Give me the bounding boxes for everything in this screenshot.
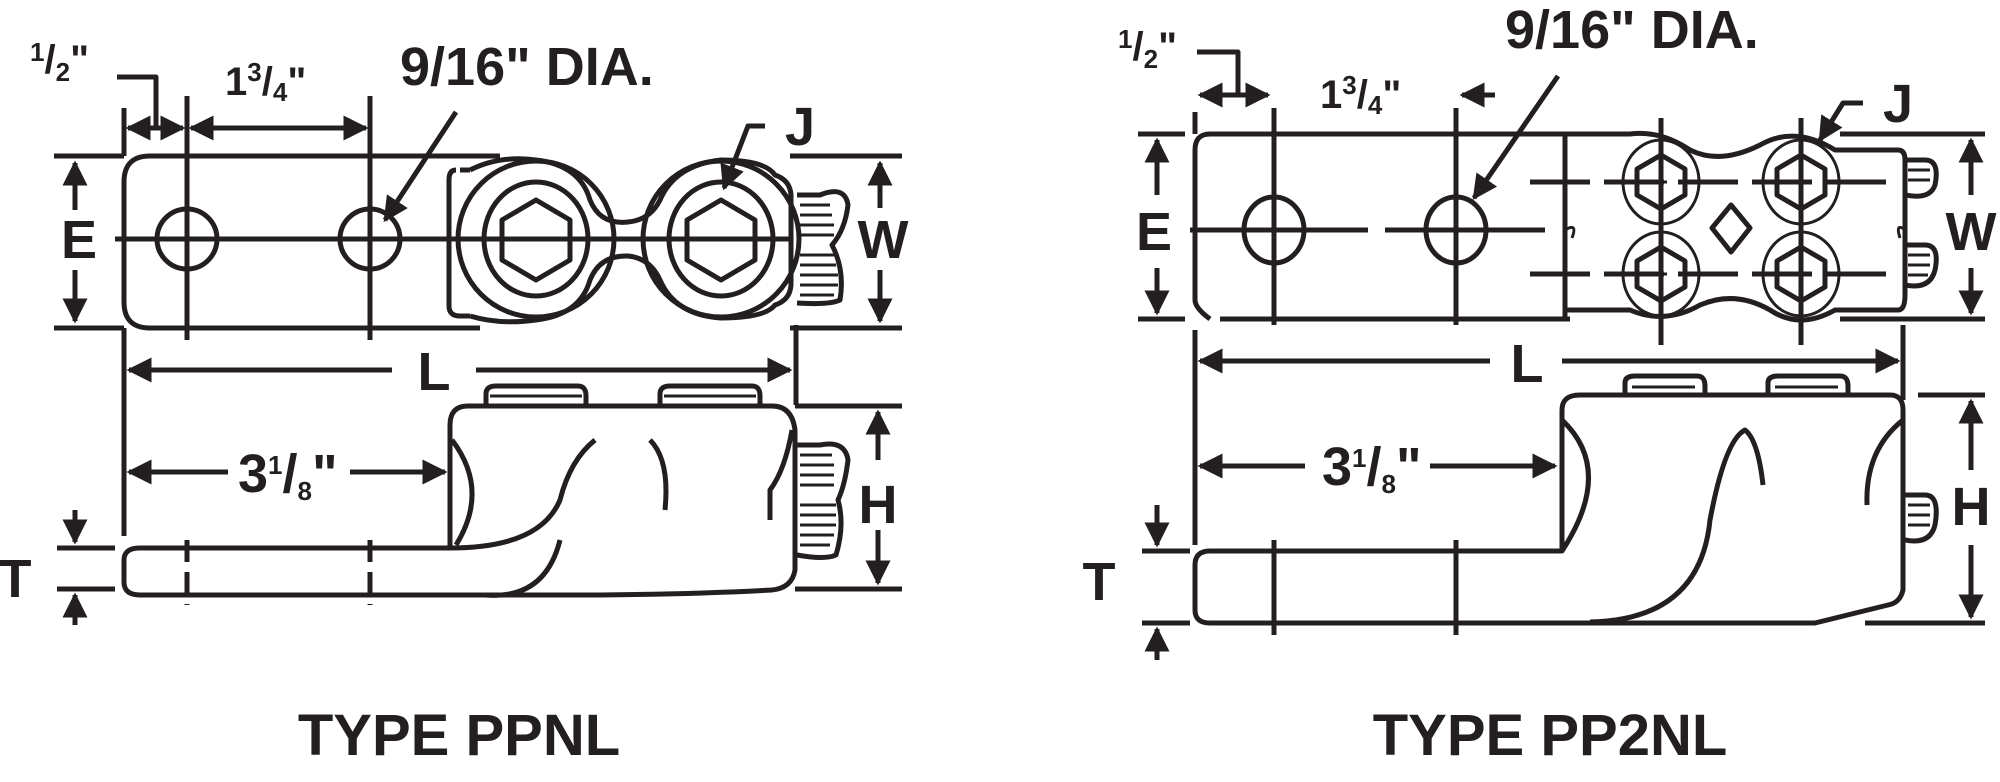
knurled-screw-icon	[1904, 157, 1939, 289]
dim-T-label: T	[1083, 552, 1116, 612]
dim-offset-label: 1/2"	[1118, 24, 1177, 74]
dim-spacing-label: 13/4"	[1320, 70, 1401, 120]
dim-J-label: J	[1883, 74, 1913, 134]
dim-tongue-length-label: 31/8"	[1322, 437, 1422, 499]
knurled-screw-icon	[796, 189, 851, 307]
dim-tongue-length-label: 31/8"	[238, 444, 338, 506]
dim-T-label: T	[0, 549, 32, 609]
hex-socket	[499, 197, 573, 283]
dim-spacing-label: 13/4"	[225, 57, 306, 107]
ppnl-side-view	[121, 383, 851, 605]
diagram-ppnl: E 1/2" 13/4" 9/16" DIA. J W L	[0, 37, 909, 768]
dim-L-label: L	[418, 342, 451, 402]
dim-J-label: J	[785, 97, 815, 157]
ppnl-top-view	[115, 96, 851, 340]
dim-E-label: E	[1136, 202, 1172, 262]
dim-hole-diameter-label: 9/16" DIA.	[1505, 0, 1759, 60]
pp2nl-side-view	[1192, 373, 1939, 635]
diagram-title-pp2nl: TYPE PP2NL	[1373, 703, 1728, 768]
dim-H-label: H	[1952, 477, 1991, 537]
dim-L-label: L	[1511, 334, 1544, 394]
dim-W-label: W	[858, 210, 909, 270]
dim-offset-label: 1/2"	[30, 37, 89, 87]
knurled-screw-icon	[796, 441, 851, 560]
knurled-screw-icon	[1904, 492, 1939, 544]
diagram-title-ppnl: TYPE PPNL	[298, 703, 620, 768]
hex-socket	[684, 197, 758, 283]
diagram-pp2nl: E 1/2" 13/4" 9/16" DIA. J W L	[1083, 0, 1997, 768]
pp2nl-top-view	[1190, 108, 1939, 345]
dim-E-label: E	[61, 210, 97, 270]
dim-H-label: H	[859, 475, 898, 535]
hex-nut-group	[1621, 138, 1841, 318]
dim-W-label: W	[1946, 202, 1997, 262]
dim-hole-diameter-label: 9/16" DIA.	[400, 37, 654, 97]
